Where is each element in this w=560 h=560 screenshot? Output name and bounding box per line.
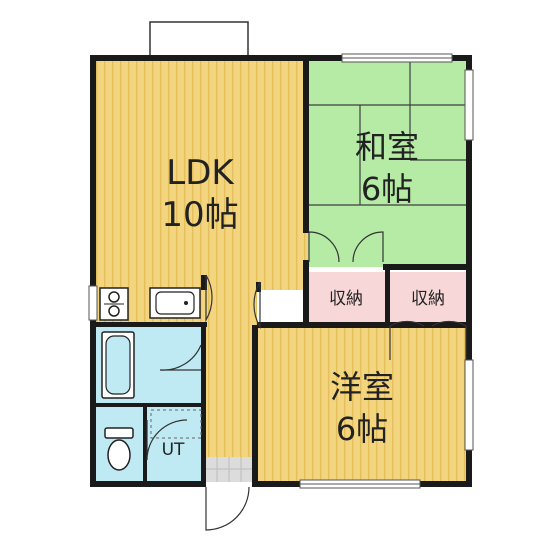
windows [88, 53, 474, 489]
stove-icon [99, 287, 129, 321]
storage-left-label: 収納 [329, 289, 363, 309]
bathtub-icon [101, 331, 135, 399]
hall-floor [205, 285, 257, 327]
washitsu-floor [307, 60, 467, 267]
ldk-size: 10帖 [161, 195, 238, 235]
entrance-tile-grid [205, 457, 252, 482]
washitsu-size: 6帖 [361, 170, 413, 208]
washer-space [150, 409, 202, 439]
corridor-floor [205, 327, 252, 457]
youshitsu-floor [257, 327, 467, 482]
storage-right-label: 収納 [411, 289, 445, 309]
ut-floor [145, 405, 205, 482]
storage-right-floor [390, 272, 467, 322]
walls [90, 55, 472, 487]
toilet-icon [104, 427, 134, 471]
balcony [149, 21, 249, 61]
door-swings [146, 231, 467, 531]
storage-left-floor [307, 272, 385, 322]
ut-label: UT [162, 440, 185, 460]
youshitsu-size: 6帖 [336, 410, 388, 448]
ldk-floor [95, 60, 307, 290]
washitsu-name: 和室 [355, 128, 419, 166]
sink-icon [149, 287, 201, 319]
tatami-lines [307, 60, 467, 206]
ldk-name: LDK [166, 153, 235, 193]
youshitsu-name: 洋室 [330, 368, 394, 406]
